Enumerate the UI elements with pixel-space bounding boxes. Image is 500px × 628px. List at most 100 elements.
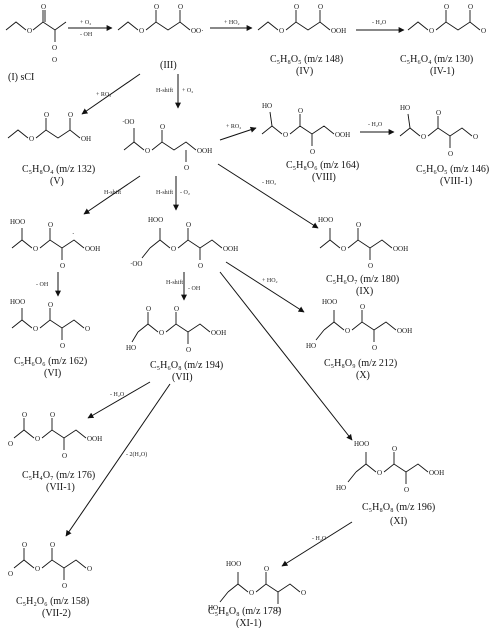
- label-I: (I) sCI: [8, 72, 34, 83]
- atom-o: O: [145, 147, 150, 155]
- structure-VI: HOO O O O O: [10, 298, 90, 350]
- atom-o: O: [276, 606, 281, 614]
- atom-hoo: HOO: [318, 216, 333, 224]
- atom-o: O: [8, 570, 13, 578]
- arrow-XI-XI1: [281, 521, 353, 567]
- atom-ooh: OOH: [197, 147, 212, 155]
- atom-hoo: HOO: [10, 298, 25, 306]
- atom-o: O: [85, 325, 90, 333]
- formula-XI1: C₅H₈O₈ (m/z 178): [208, 606, 281, 617]
- arrow-to-X: [225, 261, 305, 313]
- atom-o: O: [360, 303, 365, 311]
- label-VII2: (VII-2): [42, 608, 71, 619]
- reagent-ro2: + RO₂: [96, 92, 111, 98]
- formula-VIII: C₅H₈O₆ (m/z 164): [286, 160, 359, 171]
- label-IV1: (IV-1): [430, 66, 455, 77]
- atom-o: O: [139, 27, 144, 35]
- atom-ho: HO: [400, 104, 410, 112]
- structure-VII2: O O O O O O: [8, 541, 92, 590]
- atom-o: O: [198, 262, 203, 270]
- atom-o: O: [62, 452, 67, 460]
- structure-V: O O O OH: [7, 111, 91, 143]
- reagent-h2o: - H₂O: [312, 536, 327, 542]
- atom-o: O: [298, 107, 303, 115]
- label-X: (X): [356, 370, 370, 381]
- reagent-ro2: + RO₂: [226, 124, 241, 130]
- structure-intermediate: ·OO O O O OOH: [122, 118, 212, 172]
- structure-VII: O HO O O O OOH: [126, 305, 226, 354]
- atom-ho: HO: [262, 102, 272, 110]
- atom-o: O: [264, 565, 269, 573]
- atom-o: O: [249, 589, 254, 597]
- formula-VIII1: C₅H₆O₅ (m/z 146): [416, 164, 489, 175]
- reagent-ho2: - HO₂: [262, 180, 276, 186]
- reagent-hshift: H-shift: [166, 279, 183, 286]
- atom-o: O: [436, 109, 441, 117]
- formula-XI: C₅H₈O₈ (m/z 196): [362, 502, 435, 513]
- formula-IV: C₅H₈O₅ (m/z 148): [270, 54, 343, 65]
- radical-dot: ·: [72, 230, 74, 238]
- arrow-to-VIII: [219, 126, 257, 141]
- reagent-ho2: + HO₂: [224, 20, 240, 26]
- atom-o: O: [154, 3, 159, 11]
- atom-o: O: [372, 344, 377, 352]
- atom-ho: HO: [336, 484, 346, 492]
- arrow-VII-VII1: [87, 381, 151, 419]
- label-VIII: (VIII): [312, 172, 336, 183]
- label-IX: (IX): [356, 286, 373, 297]
- atom-ooh: OOH: [393, 245, 408, 253]
- atom-o: O: [68, 111, 73, 119]
- atom-o: O: [174, 305, 179, 313]
- atom-o: O: [41, 3, 46, 11]
- reagent-h2o: - H₂O: [110, 392, 125, 398]
- atom-oo-radical: OO·: [191, 27, 203, 35]
- atom-o: O: [301, 589, 306, 597]
- atom-o: O: [186, 221, 191, 229]
- atom-o: O: [473, 133, 478, 141]
- atom-ooh: OOH: [397, 327, 412, 335]
- structure-III: O O O OO·: [117, 3, 203, 35]
- atom-o: O: [444, 3, 449, 11]
- atom-hoo: HOO: [10, 218, 25, 226]
- atom-o: O: [87, 565, 92, 573]
- atom-o: O: [283, 131, 288, 139]
- arrow-VII-VII2: [65, 383, 171, 537]
- reagent-hshift: H-shift: [156, 189, 173, 196]
- atom-o: O: [184, 164, 189, 172]
- structure-VII1: O O O O O OOH: [8, 411, 102, 460]
- atom-o: O: [421, 133, 426, 141]
- label-IV: (IV): [296, 66, 313, 77]
- atom-o: O: [481, 27, 486, 35]
- atom-hoo: HOO: [322, 298, 337, 306]
- atom-ooh: OOH: [429, 469, 444, 477]
- label-XI: (XI): [390, 516, 407, 527]
- atom-hoo: HOO: [226, 560, 241, 568]
- atom-o: O: [356, 221, 361, 229]
- structure-IV1: O O O O: [407, 3, 486, 35]
- atom-ooh: OOH: [335, 131, 350, 139]
- atom-o: O: [29, 135, 34, 143]
- reagent-o2: + O₂: [182, 88, 193, 94]
- atom-ho: HO: [208, 604, 218, 612]
- structure-I: O O O O: [5, 3, 67, 64]
- reagent-o2: + O₂: [80, 20, 91, 26]
- atom-o: O: [392, 445, 397, 453]
- atom-o: O: [35, 565, 40, 573]
- label-VII: (VII): [172, 372, 193, 383]
- reagent-oh: - OH: [80, 32, 93, 38]
- atom-ho: HO: [126, 344, 136, 352]
- formula-VII: C₅H₆O₈ (m/z 194): [150, 360, 223, 371]
- atom-o: O: [50, 541, 55, 549]
- atom-oh: OH: [81, 135, 91, 143]
- arrow-to-XI: [219, 271, 353, 441]
- atom-o: O: [27, 27, 32, 35]
- atom-ooh: OOH: [85, 245, 100, 253]
- atom-o: O: [178, 3, 183, 11]
- atom-o: O: [159, 329, 164, 337]
- reagent-hshift: H-shift: [104, 189, 121, 196]
- arrow-III-V: [81, 73, 141, 115]
- label-VIII1: (VIII-1): [440, 176, 472, 187]
- arrow-to-VIradical: [83, 175, 141, 215]
- atom-o: O: [33, 245, 38, 253]
